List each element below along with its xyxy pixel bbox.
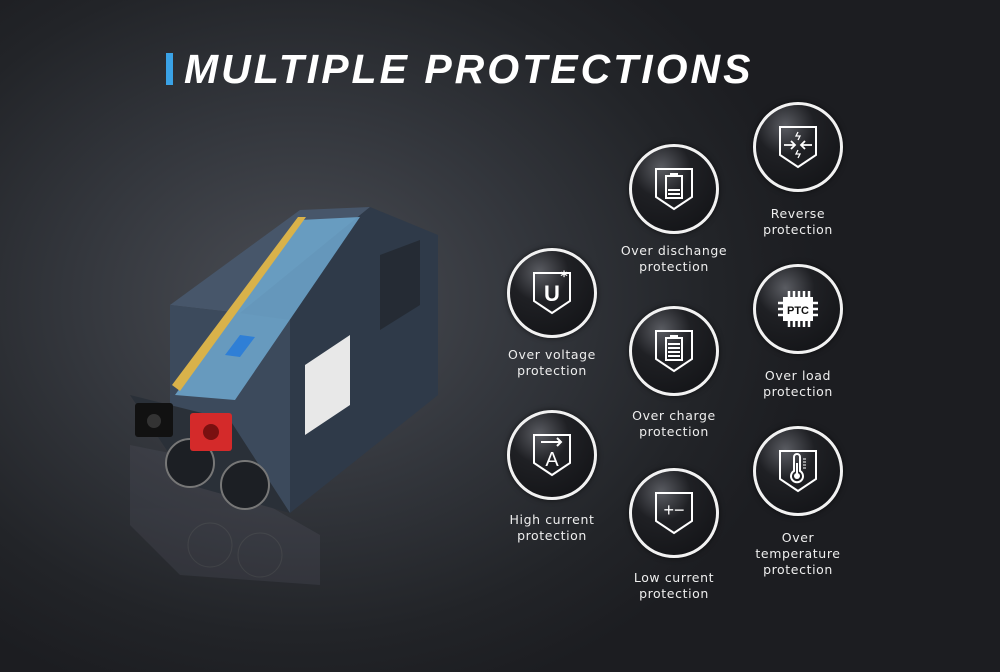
label-line: temperature — [755, 546, 841, 561]
label-line: High current — [509, 512, 595, 527]
over-charge-battery-shield-icon — [629, 306, 719, 396]
label-line: Over dischange — [620, 243, 728, 258]
label-line: Reverse — [770, 206, 826, 221]
ptc-chip-icon: PTC — [753, 264, 843, 354]
label-line: Low current — [633, 570, 715, 585]
label-line: protection — [517, 528, 587, 543]
label-line: Over — [781, 530, 815, 545]
label-line: protection — [639, 424, 709, 439]
title-accent-bar — [166, 53, 173, 85]
label-line: Over voltage — [508, 347, 596, 362]
low-current-plus-minus-shield-icon: +− — [629, 468, 719, 558]
label-line: Over charge — [632, 408, 716, 423]
label-line: protection — [763, 384, 833, 399]
icon-text-ptc: PTC — [787, 305, 809, 317]
icon-text-u: U — [544, 281, 560, 306]
high-current-ampere-shield-icon: A — [507, 410, 597, 500]
label-line: protection — [639, 259, 709, 274]
label-line: protection — [763, 222, 833, 237]
reverse-arrows-shield-icon — [753, 102, 843, 192]
icon-text-a: A — [545, 449, 559, 471]
inverter-product-image — [130, 207, 438, 585]
label-line: Over load — [764, 368, 832, 383]
label-line: protection — [763, 562, 833, 577]
page-title: MULTIPLE PROTECTIONS — [184, 46, 754, 92]
svg-text:*: * — [560, 269, 568, 285]
over-discharge-battery-shield-icon — [629, 144, 719, 234]
thermometer-shield-icon — [753, 426, 843, 516]
icon-text-plus-minus: +− — [663, 500, 684, 520]
label-line: protection — [517, 363, 587, 378]
over-voltage-shield-icon: U * — [507, 248, 597, 338]
label-line: protection — [639, 586, 709, 601]
